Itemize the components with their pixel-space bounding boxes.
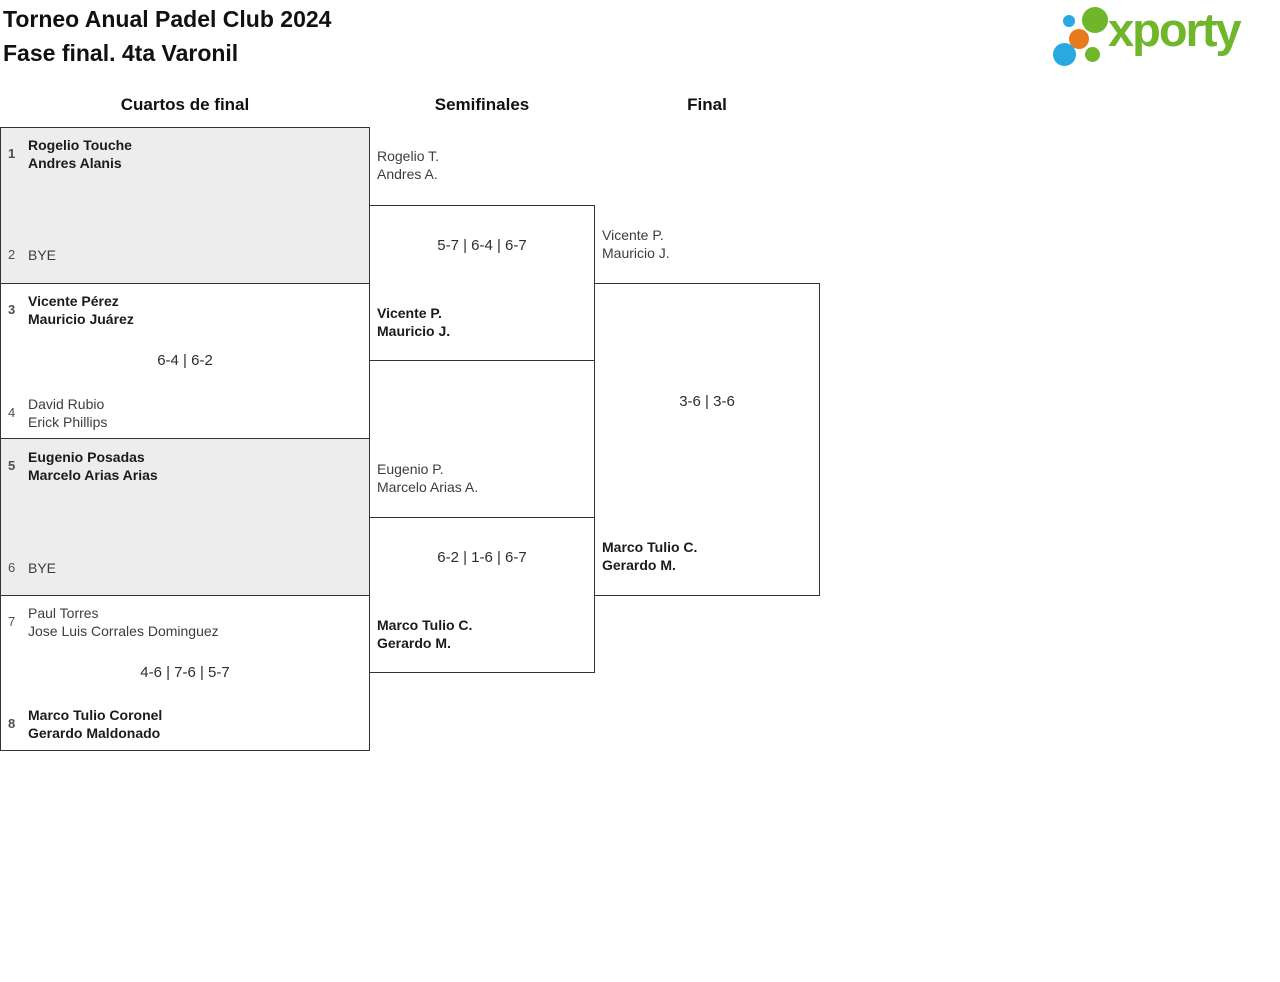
- match-score: 3-6 | 3-6: [679, 393, 735, 410]
- player-name: Rogelio Touche: [28, 137, 132, 153]
- round-header-final: Final: [687, 95, 727, 114]
- logo-dot-icon: [1085, 47, 1100, 62]
- player-name: Mauricio J.: [377, 323, 451, 339]
- team-entry: 4 David Rubio Erick Phillips: [8, 395, 107, 431]
- xporty-logo-text: xporty: [1108, 3, 1242, 56]
- team-entry: Eugenio P. Marcelo Arias A.: [377, 460, 478, 496]
- team-entry: 1 Rogelio Touche Andres Alanis: [8, 136, 132, 172]
- team-entry: Vicente P. Mauricio J.: [602, 226, 670, 262]
- round-header-semifinales: Semifinales: [434, 95, 530, 114]
- match-score: 6-2 | 1-6 | 6-7: [437, 549, 527, 566]
- logo-dot-icon: [1053, 43, 1076, 66]
- player-name: Erick Phillips: [28, 414, 108, 430]
- seed-number: 5: [8, 458, 16, 473]
- match-box-quarterfinal-4: [0, 595, 370, 751]
- seed-number: 6: [8, 560, 16, 575]
- player-name: Mauricio J.: [602, 245, 670, 261]
- tournament-title: Torneo Anual Padel Club 2024: [3, 6, 332, 32]
- player-name: Gerardo M.: [602, 557, 676, 573]
- team-entry: 5 Eugenio Posadas Marcelo Arias Arias: [8, 448, 158, 484]
- seed-number: 7: [8, 614, 16, 629]
- player-name: Mauricio Juárez: [28, 311, 134, 327]
- team-entry: 8 Marco Tulio Coronel Gerardo Maldonado: [8, 706, 162, 742]
- player-name: Marco Tulio C.: [602, 539, 698, 555]
- player-name: Jose Luis Corrales Dominguez: [28, 623, 219, 639]
- player-name: Paul Torres: [28, 605, 99, 621]
- team-entry: Marco Tulio C. Gerardo M.: [377, 616, 472, 652]
- page-title: Torneo Anual Padel Club 2024 Fase final.…: [3, 2, 331, 70]
- player-name: Vicente P.: [602, 227, 664, 243]
- player-name: Andres Alanis: [28, 155, 122, 171]
- player-name: Vicente P.: [377, 305, 442, 321]
- player-name: Gerardo M.: [377, 635, 451, 651]
- match-box-final: [594, 283, 820, 596]
- team-entry-bye: 2 BYE: [8, 246, 56, 264]
- player-name: BYE: [28, 560, 57, 576]
- phase-subtitle: Fase final. 4ta Varonil: [3, 40, 239, 66]
- player-name: BYE: [28, 247, 57, 263]
- player-name: Rogelio T.: [377, 148, 440, 164]
- team-entry-champion: Marco Tulio C. Gerardo M.: [602, 538, 697, 574]
- team-entry: 7 Paul Torres Jose Luis Corrales Domingu…: [8, 604, 219, 640]
- player-name: Marcelo Arias Arias: [28, 467, 158, 483]
- player-name: Andres A.: [377, 166, 438, 182]
- logo-dot-icon: [1082, 7, 1108, 33]
- player-name: Marcelo Arias A.: [377, 479, 479, 495]
- team-entry: 3 Vicente Pérez Mauricio Juárez: [8, 292, 134, 328]
- team-entry: Rogelio T. Andres A.: [377, 147, 439, 183]
- seed-number: 2: [8, 247, 16, 262]
- seed-number: 3: [8, 302, 16, 317]
- match-score: 6-4 | 6-2: [157, 352, 213, 369]
- match-score: 5-7 | 6-4 | 6-7: [437, 237, 527, 254]
- player-name: David Rubio: [28, 396, 105, 412]
- player-name: Marco Tulio Coronel: [28, 707, 163, 723]
- player-name: Marco Tulio C.: [377, 617, 473, 633]
- player-name: Gerardo Maldonado: [28, 725, 161, 741]
- player-name: Vicente Pérez: [28, 293, 119, 309]
- seed-number: 8: [8, 716, 16, 731]
- player-name: Eugenio P.: [377, 461, 444, 477]
- round-header-cuartos-de-final: Cuartos de final: [120, 95, 250, 114]
- seed-number: 4: [8, 405, 16, 420]
- team-entry: Vicente P. Mauricio J.: [377, 304, 450, 340]
- player-name: Eugenio Posadas: [28, 449, 145, 465]
- logo-dot-icon: [1063, 15, 1075, 27]
- xporty-logo[interactable]: xporty: [1050, 0, 1275, 70]
- seed-number: 1: [8, 146, 16, 161]
- logo-dot-icon: [1069, 29, 1089, 49]
- match-score: 4-6 | 7-6 | 5-7: [140, 664, 230, 681]
- team-entry-bye: 6 BYE: [8, 559, 56, 577]
